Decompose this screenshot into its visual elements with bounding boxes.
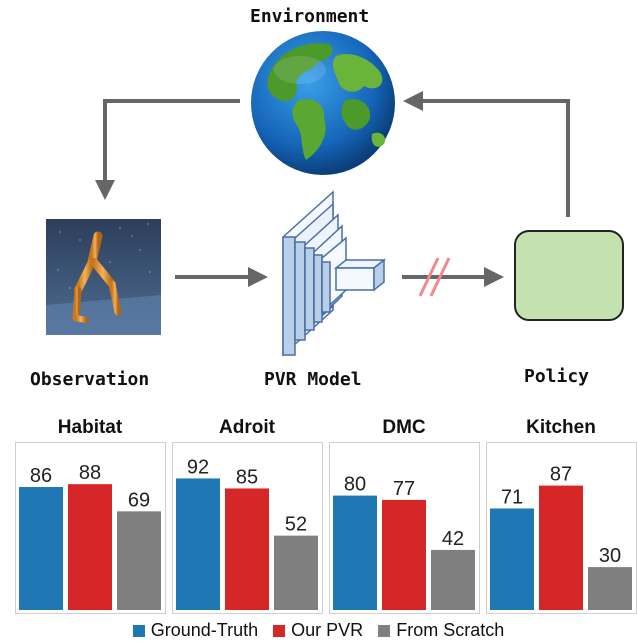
bar-our-pvr	[539, 485, 583, 610]
chart-svg: 71 87 30	[490, 464, 632, 610]
bar-ground-truth	[490, 508, 534, 610]
chart-title: Adroit	[219, 417, 275, 438]
legend-label: Ground-Truth	[150, 620, 259, 640]
bar-value-label: 87	[550, 464, 572, 486]
bar-value-label: 30	[599, 545, 621, 567]
bar-value-label: 92	[187, 456, 209, 478]
bar-value-label: 52	[285, 514, 307, 536]
rl-loop-diagram	[46, 31, 624, 357]
policy-to-env-arrow	[403, 91, 570, 217]
bar-from-scratch	[431, 549, 475, 610]
stop-gradient-mark	[418, 257, 451, 297]
chart-svg: 86 88 69	[19, 462, 161, 610]
legend-swatch-ground-truth	[132, 625, 145, 637]
observation-label: Observation	[30, 369, 150, 390]
bar-our-pvr	[68, 484, 112, 610]
legend-label: Our PVR	[291, 620, 364, 640]
loop-arrows	[95, 91, 570, 297]
legend-item: Our PVR	[273, 620, 363, 641]
bar-value-label: 77	[393, 478, 415, 500]
pvr-model-label: PVR Model	[264, 369, 362, 390]
bar-our-pvr	[225, 488, 269, 610]
legend-swatch-our-pvr	[273, 625, 286, 637]
bar-value-label: 71	[501, 486, 523, 508]
legend-item: Ground-Truth	[132, 620, 259, 641]
chart-svg: 80 77 42	[333, 474, 475, 610]
bar-our-pvr	[382, 499, 426, 610]
pvr-network-icon	[282, 190, 387, 357]
legend-item: From Scratch	[378, 620, 504, 641]
chart-title: Kitchen	[526, 417, 596, 438]
bar-ground-truth	[333, 495, 377, 610]
globe-icon	[251, 31, 395, 175]
bar-value-label: 88	[79, 462, 101, 484]
walker-robot-icon	[46, 219, 161, 335]
legend-label: From Scratch	[396, 620, 505, 640]
policy-label: Policy	[524, 366, 590, 387]
chart-svg: 92 85 52	[176, 456, 318, 610]
bar-from-scratch	[588, 567, 632, 610]
bar-ground-truth	[176, 478, 220, 610]
bar-value-label: 86	[30, 465, 52, 487]
bar-from-scratch	[117, 511, 161, 610]
chart-title: DMC	[382, 417, 426, 438]
bar-value-label: 69	[128, 489, 150, 511]
legend: Ground-Truth Our PVR From Scratch	[0, 620, 637, 641]
environment-label: Environment	[250, 6, 370, 27]
legend-swatch-from-scratch	[378, 625, 391, 637]
chart-title: Habitat	[57, 417, 123, 438]
bar-value-label: 80	[344, 474, 366, 496]
bar-value-label: 42	[442, 528, 464, 550]
bar-value-label: 85	[236, 466, 258, 488]
bar-from-scratch	[274, 535, 318, 610]
bar-ground-truth	[19, 487, 63, 610]
policy-box-icon	[514, 230, 624, 321]
env-to-observation-arrow	[95, 99, 240, 200]
